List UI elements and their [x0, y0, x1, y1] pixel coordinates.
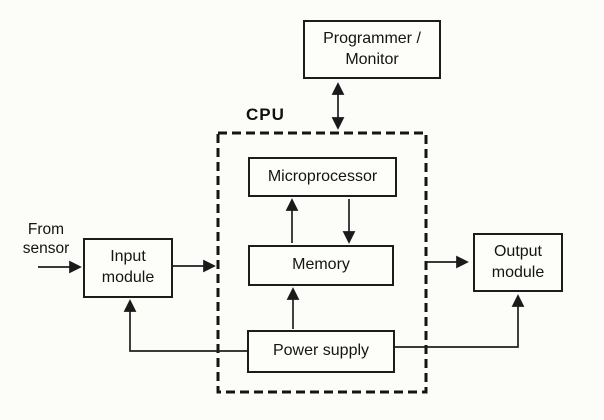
- cpu-group-label: CPU: [246, 105, 285, 124]
- node-label: Microprocessor: [267, 167, 378, 185]
- from-sensor-label: From sensor: [22, 221, 70, 258]
- node-label: Memory: [292, 256, 350, 274]
- node-memory: Memory: [248, 245, 394, 286]
- node-label: Input module: [101, 248, 155, 286]
- node-label: Output module: [491, 242, 545, 281]
- node-output-module: Output module: [473, 233, 563, 292]
- node-programmer-monitor: Programmer / Monitor: [303, 20, 441, 79]
- node-microprocessor: Microprocessor: [248, 157, 397, 197]
- node-label: Programmer / Monitor: [323, 29, 421, 68]
- node-label: Power supply: [272, 342, 370, 360]
- node-power-supply: Power supply: [247, 330, 395, 373]
- node-input-module: Input module: [83, 238, 173, 298]
- arrow-power-to-input: [123, 299, 247, 352]
- arrow-power-to-output: [394, 294, 525, 348]
